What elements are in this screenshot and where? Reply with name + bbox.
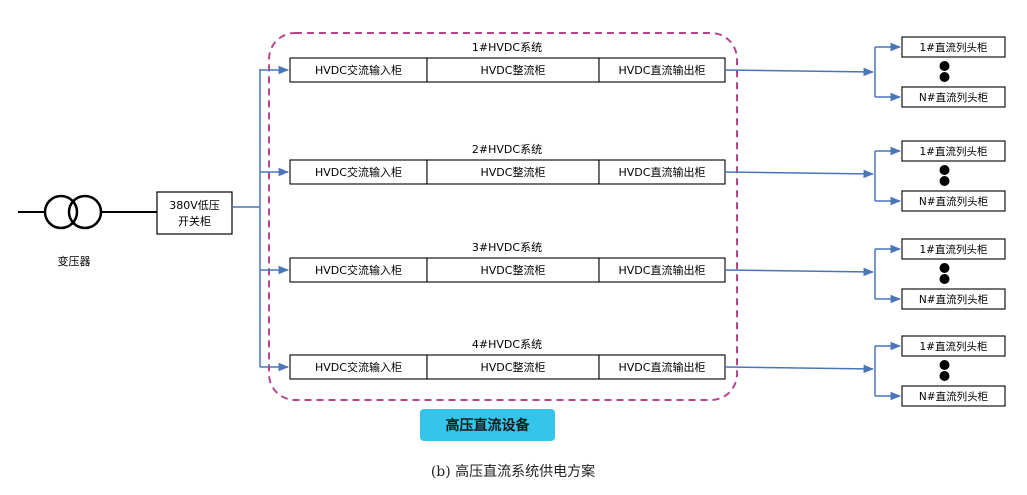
switchgear: 380V低压 开关柜	[156, 191, 233, 235]
cabinet-label: HVDC直流输出柜	[619, 165, 706, 179]
transformer-label: 变压器	[58, 254, 91, 268]
cabinet-box	[598, 354, 726, 380]
column-head-last-box	[901, 86, 1006, 108]
column-head-last-box	[901, 288, 1006, 310]
column-head-first-label: 1#直流列头柜	[920, 41, 988, 54]
column-head-first-label: 1#直流列头柜	[920, 243, 988, 256]
ellipsis-dot-icon	[939, 263, 950, 273]
transformer-coil-primary-icon	[43, 194, 79, 230]
transformer-coil-secondary-icon	[67, 194, 103, 230]
equipment-badge-bg	[420, 409, 555, 441]
ellipsis-dot-icon	[939, 176, 950, 186]
ellipsis-dot-icon	[939, 165, 950, 175]
cabinet-box	[426, 159, 600, 185]
column-head-first-box	[901, 335, 1006, 357]
column-head-last-label: N#直流列头柜	[919, 390, 988, 403]
column-head-last-label: N#直流列头柜	[919, 91, 988, 104]
cabinet-label: HVDC交流输入柜	[315, 63, 402, 77]
hvdc-equipment-group-border	[268, 32, 738, 401]
cabinet-label: HVDC交流输入柜	[315, 165, 402, 179]
ellipsis-dot-icon	[939, 371, 950, 381]
system-output-arrow	[724, 267, 875, 277]
cabinet-box	[426, 354, 600, 380]
figure-caption: (b) 高压直流系统供电方案	[431, 463, 595, 480]
cabinet-box	[426, 57, 600, 83]
hvdc-system-1: 1#HVDC系统 HVDC交流输入柜 HVDC整流柜 HVDC直流输出柜 1#直流列头柜…	[260, 36, 1006, 108]
ellipsis-dot-icon	[939, 274, 950, 284]
hvdc-system-title: 4#HVDC系统	[472, 338, 542, 351]
cabinet-label: HVDC整流柜	[481, 63, 546, 77]
cabinet-box	[598, 57, 726, 83]
equipment-badge: 高压直流设备	[420, 409, 555, 441]
column-head-first-box	[901, 140, 1006, 162]
cabinet-box	[289, 57, 428, 83]
equipment-badge-label: 高压直流设备	[446, 417, 531, 434]
cabinet-label: HVDC整流柜	[481, 165, 546, 179]
column-head-last-box	[901, 190, 1006, 212]
system-output-arrow	[724, 364, 875, 374]
switchgear-box	[156, 191, 233, 235]
hvdc-systems: 1#HVDC系统 HVDC交流输入柜 HVDC整流柜 HVDC直流输出柜 1#直流列头柜…	[260, 36, 1006, 407]
switchgear-label-line2: 开关柜	[178, 214, 211, 228]
column-head-first-box	[901, 238, 1006, 260]
hvdc-system-2: 2#HVDC系统 HVDC交流输入柜 HVDC整流柜 HVDC直流输出柜 1#直流列头柜…	[260, 140, 1006, 212]
transformer: 变压器	[18, 194, 157, 268]
input-bus	[232, 69, 261, 367]
column-head-first-box	[901, 36, 1006, 58]
hvdc-system-title: 2#HVDC系统	[472, 143, 542, 156]
cabinet-label: HVDC整流柜	[481, 360, 546, 374]
ellipsis-dot-icon	[939, 72, 950, 82]
column-head-last-label: N#直流列头柜	[919, 293, 988, 306]
system-output-arrow	[724, 67, 875, 77]
ellipsis-dot-icon	[939, 360, 950, 370]
column-head-last-label: N#直流列头柜	[919, 195, 988, 208]
cabinet-label: HVDC直流输出柜	[619, 360, 706, 374]
cabinet-label: HVDC整流柜	[481, 263, 546, 277]
cabinet-box	[598, 257, 726, 283]
ellipsis-dot-icon	[939, 61, 950, 71]
hvdc-system-title: 3#HVDC系统	[472, 241, 542, 254]
column-head-first-label: 1#直流列头柜	[920, 145, 988, 158]
hvdc-system-3: 3#HVDC系统 HVDC交流输入柜 HVDC整流柜 HVDC直流输出柜 1#直流列头柜…	[260, 238, 1006, 310]
system-output-arrow	[724, 169, 875, 179]
cabinet-box	[289, 159, 428, 185]
hvdc-system-title: 1#HVDC系统	[472, 41, 542, 54]
cabinet-label: HVDC直流输出柜	[619, 263, 706, 277]
column-head-last-box	[901, 385, 1006, 407]
cabinet-label: HVDC直流输出柜	[619, 63, 706, 77]
column-head-first-label: 1#直流列头柜	[920, 340, 988, 353]
hvdc-system-4: 4#HVDC系统 HVDC交流输入柜 HVDC整流柜 HVDC直流输出柜 1#直流列头柜…	[260, 335, 1006, 407]
cabinet-label: HVDC交流输入柜	[315, 360, 402, 374]
switchgear-label-line1: 380V低压	[169, 199, 220, 212]
cabinet-label: HVDC交流输入柜	[315, 263, 402, 277]
cabinet-box	[426, 257, 600, 283]
